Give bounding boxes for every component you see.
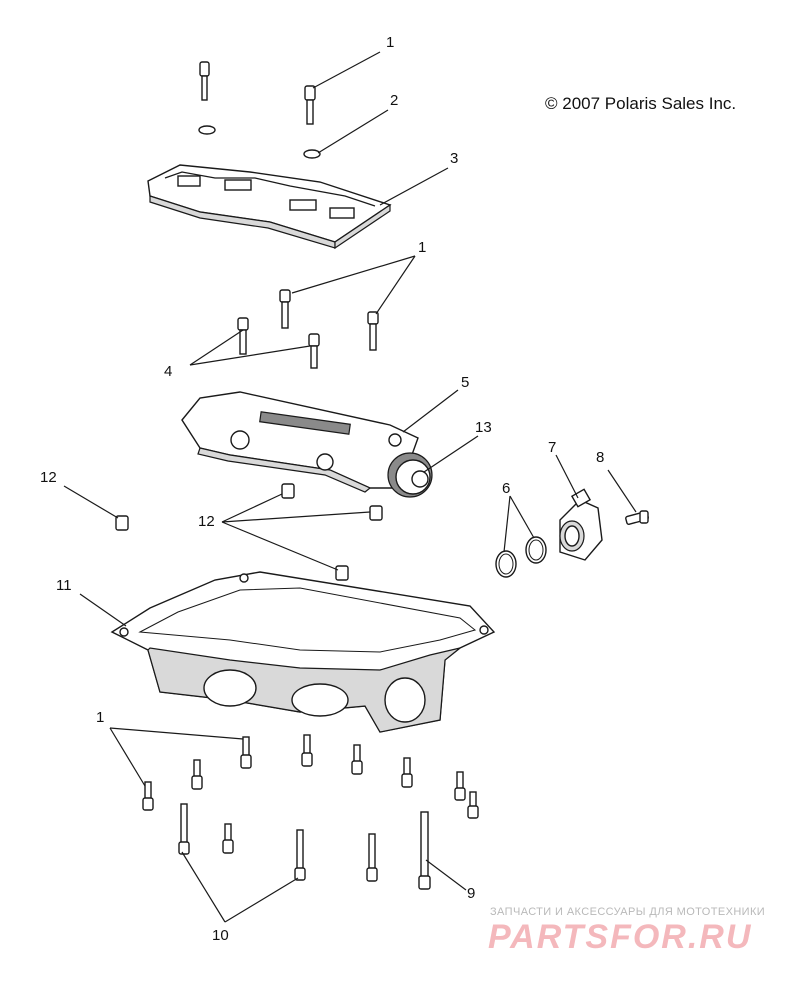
leader-3: [379, 167, 449, 206]
watermark-logo: PARTSFOR.RU: [488, 918, 753, 956]
leader-1-top: [312, 51, 381, 89]
callout-13: 13: [475, 419, 492, 436]
dowel-12c: [369, 505, 383, 521]
leader-7: [555, 454, 579, 499]
leader-12-mid-a: [221, 493, 283, 523]
callout-7: 7: [548, 439, 557, 456]
leader-8: [607, 469, 637, 513]
callout-3: 3: [450, 150, 459, 167]
leader-12-mid-b: [221, 511, 371, 523]
callout-10: 10: [212, 927, 229, 944]
callout-5: 5: [461, 374, 470, 391]
bolt-bottom-10: [366, 833, 378, 882]
oil-pan: [110, 571, 496, 733]
leader-10-b: [224, 877, 299, 923]
leader-12-left: [63, 485, 119, 519]
bolt-mid-1a: [279, 289, 291, 329]
leader-4-a: [189, 329, 244, 366]
bolt-bottom-8: [467, 791, 479, 819]
watermark-caption: ЗАПЧАСТИ И АКСЕССУАРЫ ДЛЯ МОТОТЕХНИКИ: [490, 906, 766, 918]
dowel-12a: [115, 515, 129, 531]
bolt-long-10a: [178, 803, 190, 855]
o-ring-2-inner: [528, 539, 544, 561]
bolt-bottom-2: [301, 734, 313, 767]
leader-1-mid-a: [291, 255, 416, 294]
callout-6: 6: [502, 480, 511, 497]
bolt-8: [625, 510, 649, 525]
leader-10-a: [181, 851, 226, 923]
callout-1-bottom: 1: [96, 709, 105, 726]
outlet-fitting: [559, 488, 603, 561]
leader-9: [425, 859, 467, 891]
pump-gear: [387, 452, 433, 498]
bolt-mid-1b: [367, 311, 379, 351]
dowel-12d: [335, 565, 349, 581]
callout-1-top: 1: [386, 34, 395, 51]
bolt-mid-4a: [237, 317, 249, 355]
callout-2: 2: [390, 92, 399, 109]
leader-1-bottom-b: [109, 727, 244, 740]
washer-right: [303, 149, 321, 159]
leader-1-bottom-a: [109, 727, 146, 787]
bolt-bottom-3: [351, 744, 363, 775]
bolt-top-right: [304, 85, 316, 125]
o-ring-1-inner: [498, 553, 514, 575]
bolt-bottom-6: [142, 781, 154, 811]
bolt-long-10b: [294, 829, 306, 881]
bolt-top-left: [199, 61, 210, 101]
leader-12-mid-c: [221, 521, 339, 571]
callout-12-left: 12: [40, 469, 57, 486]
oil-pump-assembly: [181, 391, 419, 493]
bolt-bottom-5: [191, 759, 203, 790]
leader-11: [79, 593, 127, 627]
copyright-notice: © 2007 Polaris Sales Inc.: [545, 94, 737, 113]
leader-4-b: [189, 345, 311, 366]
bolt-long-9: [418, 811, 431, 890]
callout-4: 4: [164, 363, 173, 380]
bolt-bottom-4: [401, 757, 413, 788]
callout-12-mid: 12: [198, 513, 215, 530]
bolt-bottom-7: [454, 771, 466, 801]
washer-left: [198, 125, 216, 135]
callout-11: 11: [56, 577, 72, 594]
callout-9: 9: [467, 885, 476, 902]
leader-2: [317, 109, 389, 154]
leader-6-b: [509, 495, 535, 539]
baffle-plate: [147, 164, 392, 250]
bolt-bottom-1: [240, 736, 252, 769]
callout-8: 8: [596, 449, 605, 466]
leader-13: [423, 435, 479, 473]
leader-6-a: [503, 495, 511, 553]
leader-5: [402, 389, 459, 433]
dowel-12b: [281, 483, 295, 499]
bolt-bottom-9: [222, 823, 234, 854]
leader-1-mid-b: [375, 255, 416, 315]
bolt-mid-4b: [308, 333, 320, 369]
callout-1-mid: 1: [418, 239, 427, 256]
